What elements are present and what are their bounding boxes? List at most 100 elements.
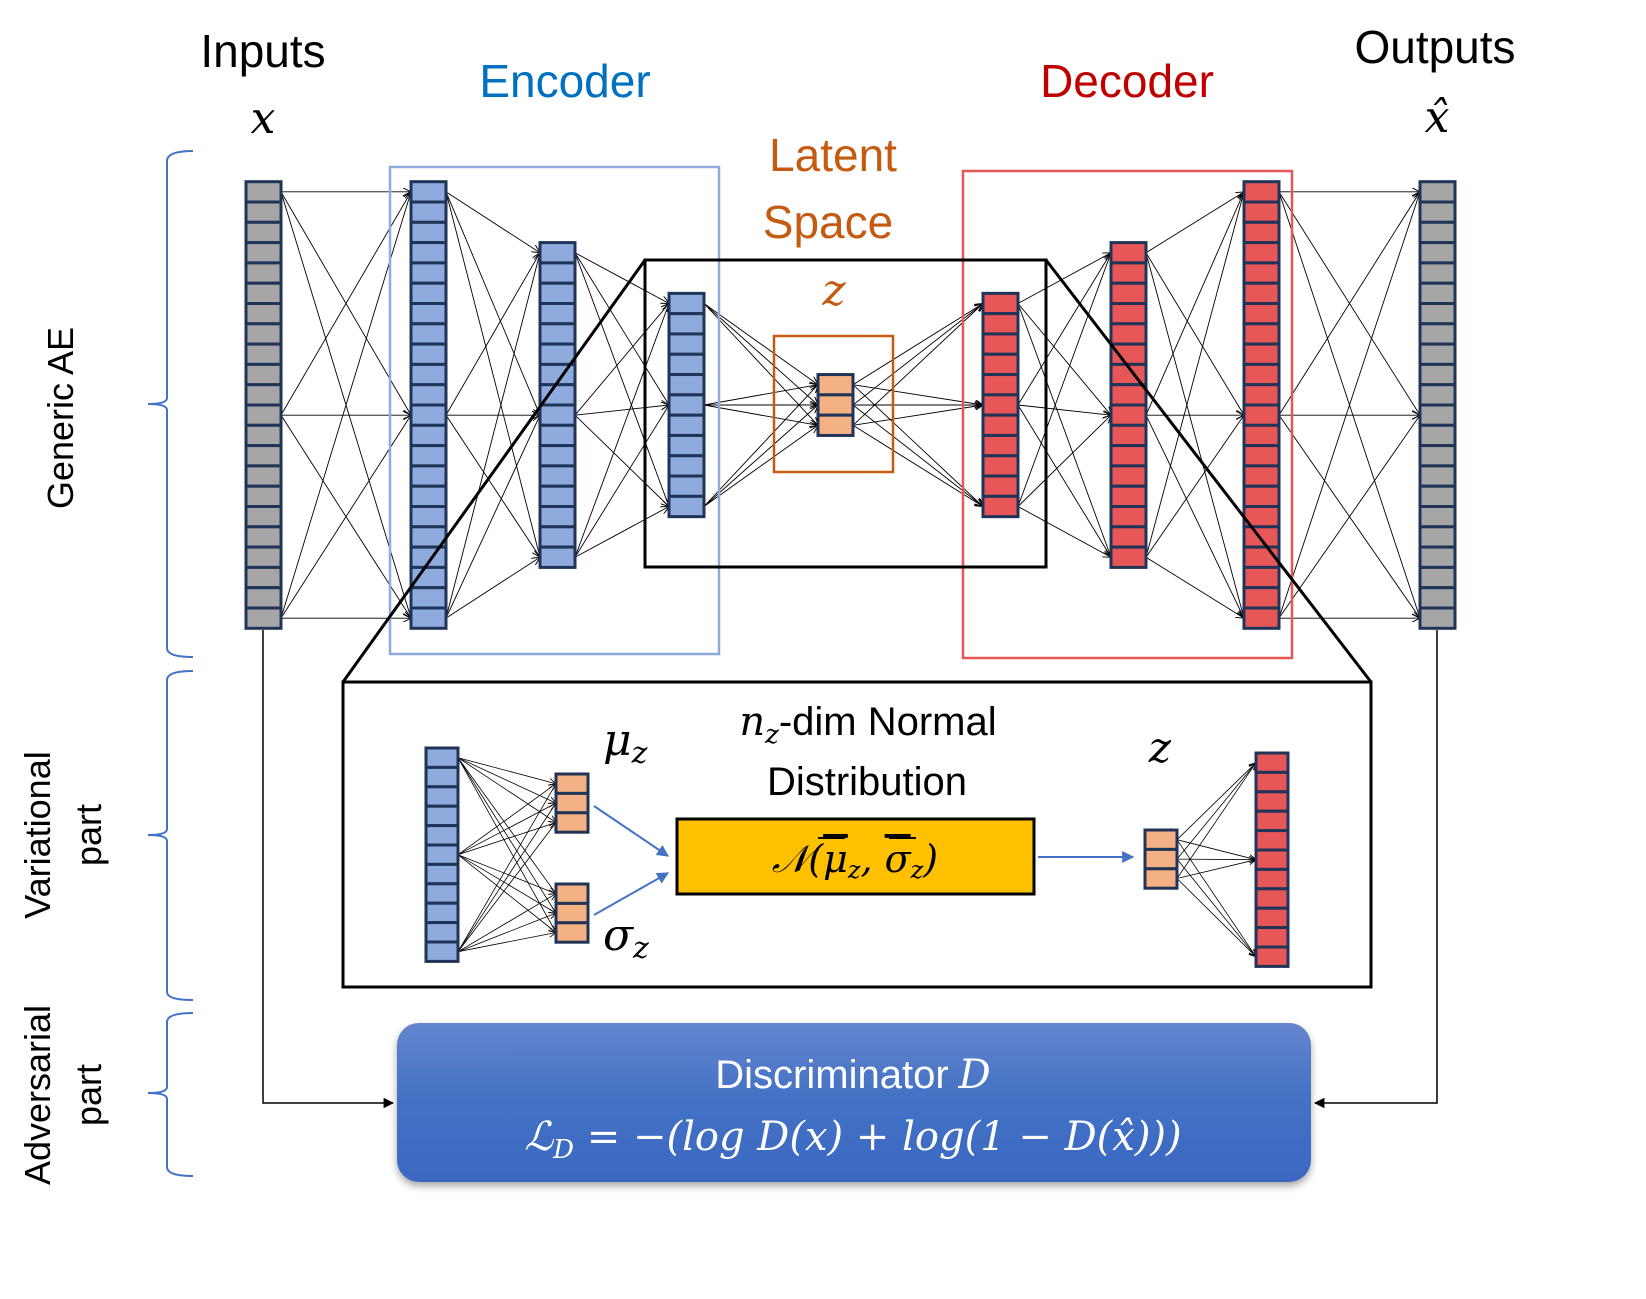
- connection-arrow: [703, 385, 818, 507]
- neuron-cell: [1418, 565, 1457, 590]
- layer-decoder-6: [1109, 241, 1148, 569]
- neuron-cell: [1242, 423, 1281, 448]
- connection-arrow: [457, 784, 556, 952]
- neuron-cell: [538, 423, 577, 448]
- neuron-cell: [409, 261, 448, 285]
- bracket-generic-icon: [147, 150, 194, 658]
- neuron-cell: [538, 261, 577, 285]
- connection-arrow: [445, 253, 540, 416]
- outputs-title: Outputs: [1354, 21, 1515, 73]
- neuron-cell: [1143, 867, 1179, 890]
- outputs-symbol: x̂: [1425, 92, 1450, 143]
- neuron-cell: [1254, 809, 1290, 833]
- neuron-cell: [538, 484, 577, 509]
- neuron-cell: [554, 901, 590, 925]
- neuron-cell: [244, 403, 283, 427]
- neuron-cell: [1109, 545, 1148, 569]
- neuron-cell: [1242, 180, 1281, 204]
- sigma-layer: [554, 882, 590, 944]
- neuron-cell: [1109, 241, 1148, 265]
- mu-symbol: μ: [603, 715, 632, 766]
- neuron-cell: [981, 393, 1020, 417]
- latent-box: [772, 334, 895, 474]
- neuron-cell: [1254, 926, 1290, 949]
- connection-arrow: [703, 303, 818, 406]
- connection-arrow: [703, 385, 818, 406]
- connection-arrow: [1278, 192, 1420, 416]
- connection-arrow: [1176, 763, 1256, 860]
- neuron-cell: [1242, 241, 1281, 265]
- discriminator-loss: ℒD = −(log D(x) + log(1 − D(x̂))): [524, 1114, 1181, 1165]
- neuron-cell: [1418, 180, 1457, 204]
- neuron-cell: [424, 843, 460, 866]
- neuron-cell: [1143, 847, 1179, 871]
- connection-arrow: [445, 191, 540, 253]
- neuron-cell: [1418, 281, 1457, 306]
- neuron-cell: [667, 352, 706, 377]
- connection-arrow: [1017, 506, 1111, 558]
- neuron-cell: [1109, 322, 1148, 346]
- connection-arrow: [457, 757, 556, 784]
- connection-arrow: [703, 303, 818, 385]
- side-label-variational-line1: Variational: [17, 751, 58, 918]
- side-label-generic: Generic AE: [40, 327, 81, 509]
- neuron-cell: [538, 464, 577, 488]
- mu-subscript: z: [631, 736, 648, 771]
- neuron-cell: [424, 785, 460, 808]
- var-encoder: [424, 746, 460, 963]
- connection-arrow: [457, 854, 556, 894]
- layer-encoder-1: [409, 180, 448, 630]
- neuron-cell: [1418, 545, 1457, 569]
- neuron-cell: [244, 200, 283, 224]
- connection-arrow: [852, 405, 983, 426]
- neuron-cell: [244, 484, 283, 509]
- neuron-cell: [1109, 464, 1148, 488]
- neuron-cell: [424, 746, 460, 769]
- neuron-cell: [538, 302, 577, 326]
- neuron-cell: [1254, 770, 1290, 794]
- neuron-cell: [244, 180, 283, 204]
- neuron-cell: [816, 393, 855, 417]
- neuron-cell: [1242, 383, 1281, 407]
- neuron-cell: [409, 484, 448, 509]
- neuron-cell: [1109, 281, 1148, 306]
- mu-label: μz: [603, 715, 648, 771]
- normal-dist-title-line2: Distribution: [767, 760, 967, 804]
- neuron-cell: [1109, 261, 1148, 285]
- neuron-cell: [409, 586, 448, 610]
- layer-decoder-5: [981, 291, 1020, 519]
- connection-arrow: [445, 414, 540, 557]
- connection-arrow: [445, 191, 540, 557]
- neuron-cell: [981, 433, 1020, 458]
- nz-subscript: z: [764, 720, 779, 750]
- neuron-cell: [1418, 525, 1457, 549]
- connection-arrow: [1017, 404, 1111, 415]
- connection-arrow: [1278, 415, 1420, 619]
- neuron-cell: [409, 423, 448, 448]
- neuron-cell: [244, 505, 283, 529]
- connection-arrow: [457, 823, 556, 952]
- neuron-cell: [424, 824, 460, 847]
- neuron-cell: [1109, 302, 1148, 326]
- neuron-cell: [1418, 383, 1457, 407]
- connection-arrow: [574, 304, 669, 558]
- latent-title-line2: Space: [763, 196, 893, 248]
- normal-title-text: -dim Normal: [779, 700, 997, 744]
- neuron-cell: [409, 606, 448, 630]
- connections: [280, 191, 1420, 619]
- connection-arrow: [703, 405, 818, 507]
- side-label-adversarial-line1: Adversarial: [17, 1005, 58, 1185]
- neuron-cell: [409, 444, 448, 468]
- neuron-cell: [1418, 302, 1457, 326]
- neuron-cell: [1109, 525, 1148, 549]
- input-to-discriminator-arrow: [262, 630, 395, 1109]
- mu-layer: [554, 772, 590, 834]
- neuron-cell: [538, 241, 577, 265]
- connection-arrow: [574, 507, 669, 558]
- neuron-cell: [1242, 525, 1281, 549]
- neuron-cell: [981, 332, 1020, 356]
- neuron-cell: [409, 505, 448, 529]
- connection-arrow: [457, 933, 556, 953]
- neuron-cell: [1242, 444, 1281, 468]
- neuron-cell: [244, 241, 283, 265]
